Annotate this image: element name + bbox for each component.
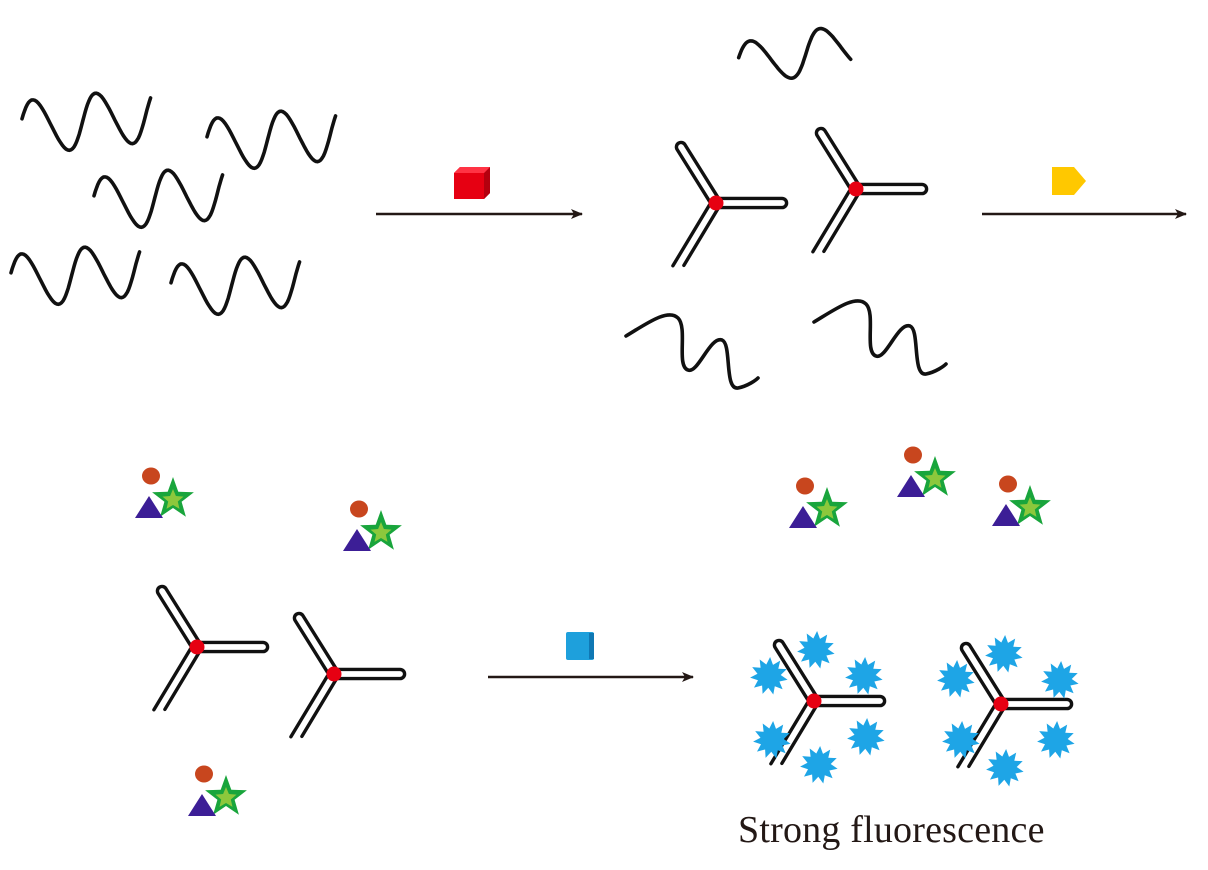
fluorophore-star-core [816,499,838,519]
junction-arm [300,674,340,739]
junction-arm [780,701,820,766]
fluorescence-burst-icon [1037,721,1075,759]
fluorescence-burst-icon [985,635,1023,673]
three-way-junction [152,584,270,712]
dye-triangle-icon [992,504,1020,526]
dye-triangle-icon [343,529,371,551]
junction-arm [716,196,789,210]
junction-arm [814,126,862,193]
junction-arm [289,669,332,739]
junction-core-dot [848,181,864,197]
released-strand [736,26,853,81]
fluorophore-star-core [370,522,392,542]
junction-arm [822,189,862,254]
junction-arm [967,704,1007,769]
junction-arm [772,638,820,705]
junction-arm [959,641,1007,708]
junction-core-dot [326,666,342,682]
released-strand [624,313,760,390]
strong-fluorescence-caption: Strong fluorescence [738,809,1045,851]
fluorophore-star-core [1019,497,1041,517]
fluorescence-burst-icon [753,721,791,759]
junction-arm [671,198,714,268]
fluorescence-burst-icon [847,718,885,756]
junction-arm [682,203,722,268]
dye-group [188,765,247,816]
fluorescence-burst-icon [942,721,980,759]
junction-arm [292,611,340,678]
blue-square-icon [566,632,594,660]
junction-core-dot [189,639,205,655]
fluorescence-burst-icon [845,657,883,695]
fluorescence-burst-icon [750,657,788,695]
junction-arm [811,184,854,254]
quencher-circle-icon [350,500,368,518]
fluorophore-star-core [215,787,237,807]
junction-arm [197,640,270,654]
released-strand [812,299,948,376]
single-strand-dna [92,168,225,230]
single-strand-dna [9,245,142,307]
quencher-circle-icon [142,467,160,485]
junction-arm [674,140,722,207]
three-way-junction [289,611,407,739]
fluorescence-burst-icon [1041,661,1079,699]
junction-arm [334,667,407,681]
dye-triangle-icon [188,794,216,816]
dye-triangle-icon [789,506,817,528]
single-strand-dna [169,255,302,317]
dye-group [343,500,402,551]
dye-triangle-icon [135,496,163,518]
quencher-circle-icon [999,475,1017,493]
junction-arm [814,694,887,708]
dye-triangle-icon [897,475,925,497]
single-strand-dna [205,109,338,171]
dye-group [992,475,1051,526]
fluorescence-burst-icon [986,749,1024,787]
junction-arm [152,642,195,712]
red-cube-icon [454,167,490,199]
fluorescence-burst-icon [937,660,975,698]
quencher-circle-icon [904,446,922,464]
fluorophore-star-core [924,468,946,488]
single-strand-dna [20,91,153,153]
junction-core-dot [806,693,822,709]
yellow-pentagon-tag-icon [1052,167,1086,195]
junction-arm [155,584,203,651]
fluorescence-burst-icon [797,631,835,669]
junction-arm [1001,697,1074,711]
junction-arm [769,696,812,766]
quencher-circle-icon [796,477,814,495]
dye-group [897,446,956,497]
dye-group [135,467,194,518]
junction-arm [163,647,203,712]
fluorescent-three-way-junction [769,638,887,766]
junction-core-dot [993,696,1009,712]
junction-arm [856,182,929,196]
fluorophore-star-core [162,489,184,509]
junction-core-dot [708,195,724,211]
quencher-circle-icon [195,765,213,783]
three-way-junction [811,126,929,254]
fluorescence-burst-icon [800,746,838,784]
dye-group [789,477,848,528]
three-way-junction [671,140,789,268]
